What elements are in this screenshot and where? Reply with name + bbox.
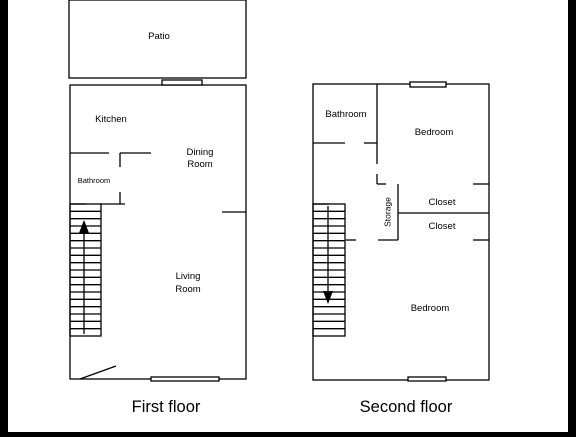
living-room-label-line1: Living <box>176 271 201 282</box>
second-floor-stairs <box>312 203 346 337</box>
down-arrow-icon <box>323 291 333 304</box>
closet-bottom-label: Closet <box>429 221 456 232</box>
second-floor-front-window <box>407 376 447 382</box>
second-floor-back-window <box>409 81 447 88</box>
patio-label: Patio <box>148 31 170 42</box>
first-floor-back-window <box>161 79 203 86</box>
up-arrow-icon <box>79 220 89 233</box>
second-floor-labels: Bathroom Bedroom Closet Closet Storage B… <box>325 109 455 314</box>
storage-label: Storage <box>382 197 392 227</box>
first-floor-front-window <box>150 376 220 382</box>
living-room-label-line2: Room <box>175 284 200 295</box>
front-door-swing <box>79 365 117 380</box>
bedroom-bottom-label: Bedroom <box>411 303 450 314</box>
patio-outline <box>68 0 247 79</box>
kitchen-label: Kitchen <box>95 114 127 125</box>
first-floor-caption: First floor <box>132 398 201 416</box>
first-floor-plan <box>68 0 247 382</box>
dining-room-label-line2: Room <box>187 159 212 170</box>
closet-top-label: Closet <box>429 197 456 208</box>
bedroom-top-label: Bedroom <box>415 127 454 138</box>
first-floor-labels: Patio Kitchen Dining Room Bathroom Livin… <box>78 31 214 295</box>
first-floor-bathroom-label: Bathroom <box>78 176 111 185</box>
second-floor-plan <box>312 81 490 382</box>
second-floor-bathroom-label: Bathroom <box>325 109 366 120</box>
second-floor-caption: Second floor <box>360 398 453 416</box>
paper <box>8 0 568 432</box>
dining-room-label-line1: Dining <box>187 147 214 158</box>
